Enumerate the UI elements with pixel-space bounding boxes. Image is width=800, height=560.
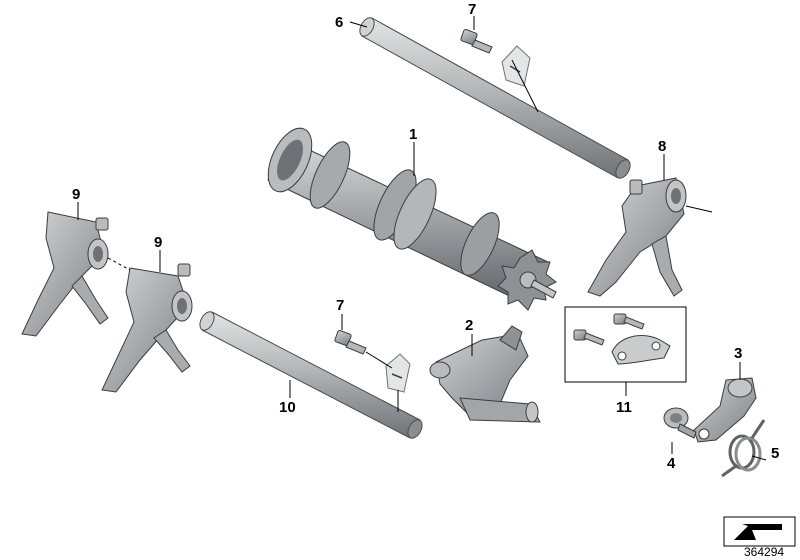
screw-upper [460, 29, 493, 54]
kit-screw-1 [573, 329, 605, 346]
leader-lines [77, 16, 767, 461]
callout-10: 10 [279, 399, 296, 416]
callout-8: 8 [658, 138, 666, 155]
shift-rod-upper [359, 17, 631, 179]
locking-plate-lower [385, 353, 411, 393]
kit-locking-plate [611, 335, 671, 365]
reference-number: 364294 [744, 545, 784, 559]
shift-fork-left-front [101, 263, 193, 393]
detent-lever [693, 377, 757, 443]
shift-fork-left-rear [21, 211, 109, 337]
callout-7-lower: 7 [336, 297, 344, 314]
callout-labels: 1 2 3 4 5 6 7 7 8 9 9 10 11 [72, 1, 779, 472]
callout-6: 6 [335, 14, 343, 31]
locking-plate-upper [501, 45, 531, 87]
callout-11: 11 [616, 399, 632, 416]
callout-7-upper: 7 [468, 1, 476, 18]
callout-9-rear: 9 [72, 186, 80, 203]
shift-fork-right [587, 177, 687, 297]
kit-box [564, 306, 687, 383]
kit-screw-2 [613, 313, 645, 330]
fork-alignment-line [107, 257, 131, 271]
screw-lower [334, 330, 367, 355]
callout-3: 3 [734, 345, 742, 362]
shift-drum [267, 127, 557, 311]
callout-4: 4 [667, 455, 676, 472]
torsion-spring [721, 419, 766, 478]
orientation-arrow-icon [723, 516, 796, 547]
callout-2: 2 [465, 317, 473, 334]
roller-bolt [663, 407, 697, 439]
callout-9-front: 9 [154, 234, 162, 251]
callout-5: 5 [771, 445, 779, 462]
shift-shaft-assembly [429, 325, 541, 423]
shift-rod-lower [199, 311, 423, 439]
callout-1: 1 [409, 126, 417, 143]
